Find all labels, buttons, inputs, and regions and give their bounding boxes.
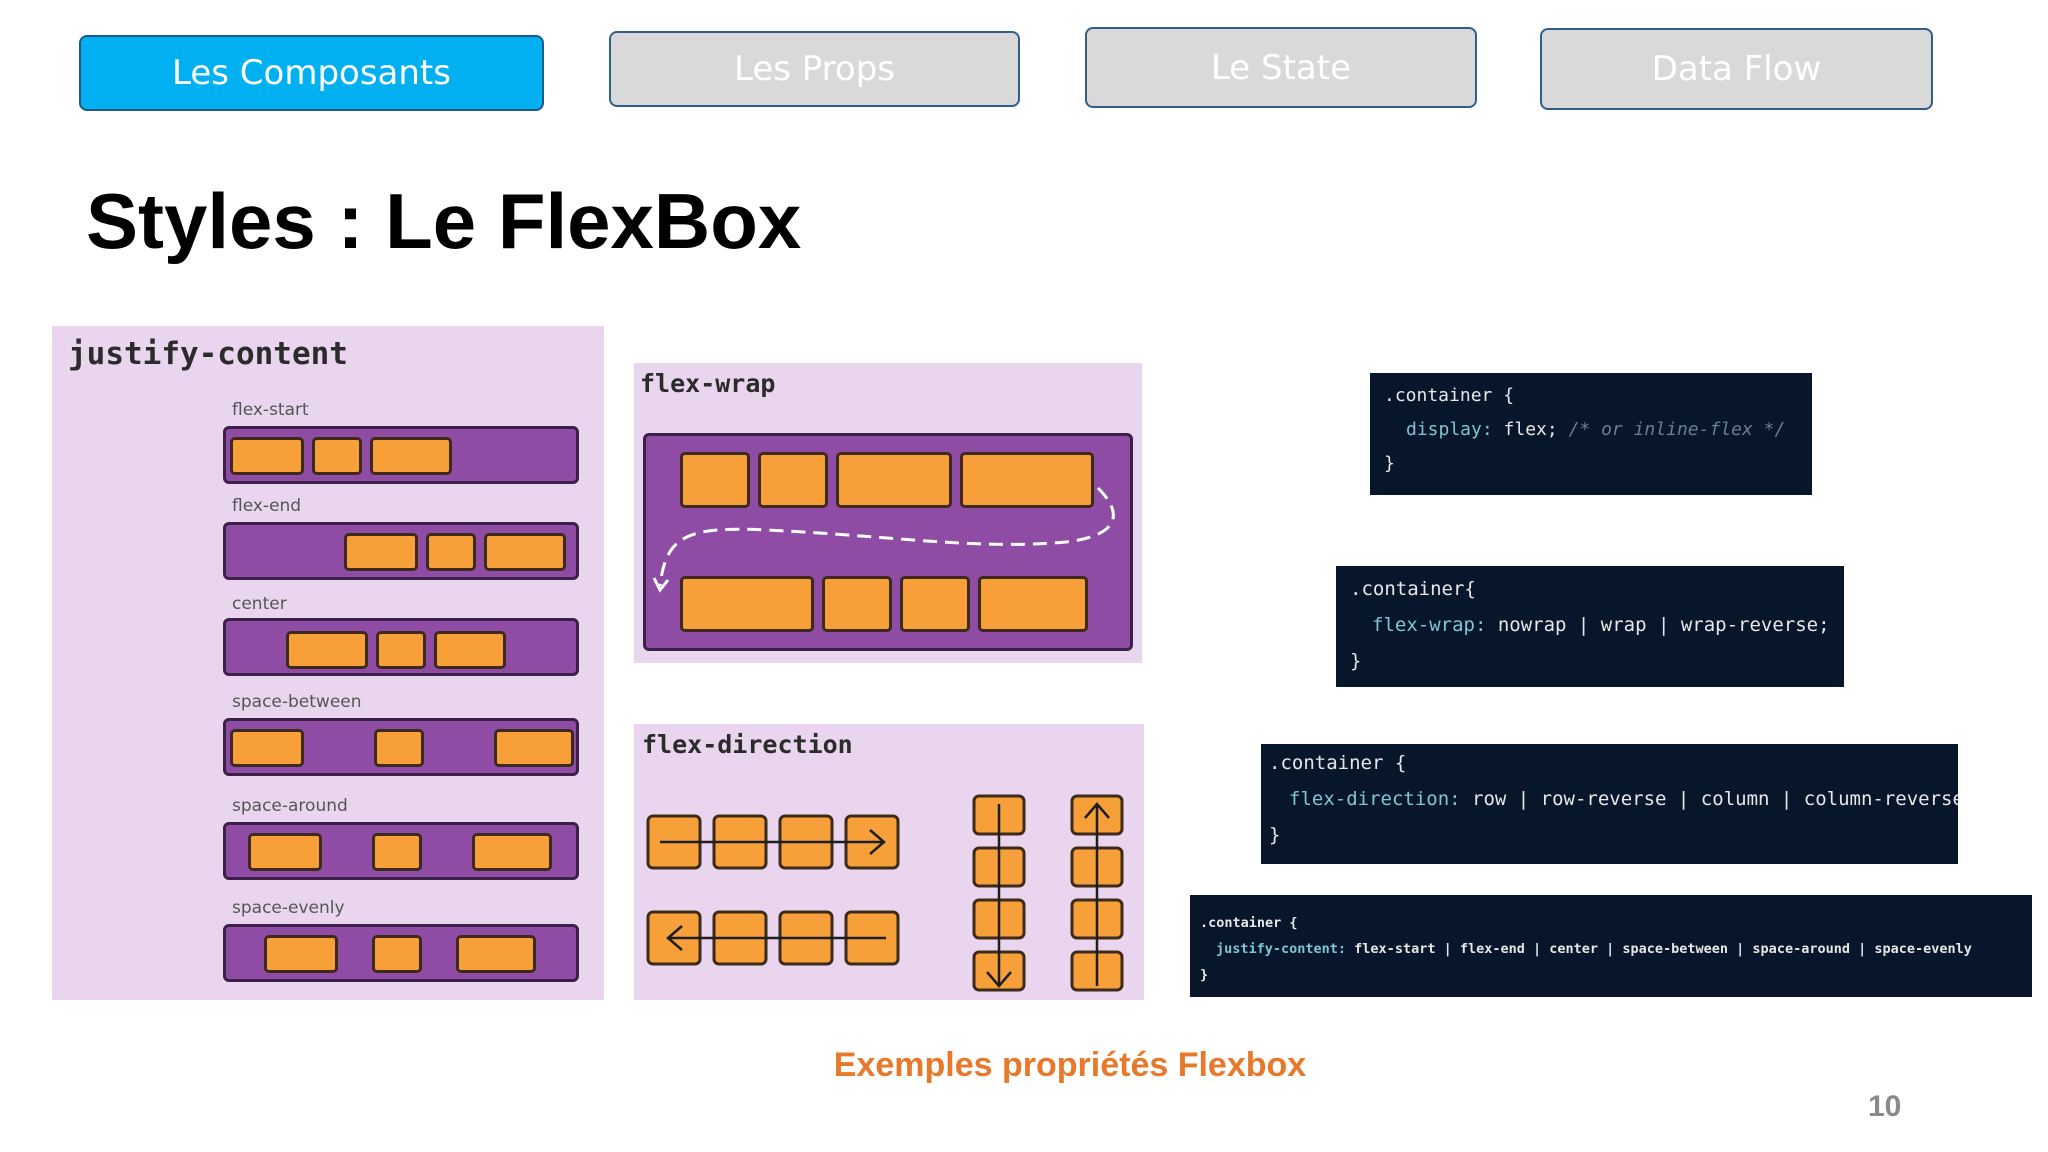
flex-item [472,833,552,871]
diagram-label: flex-end [232,496,302,516]
flex-item [286,631,368,669]
flex-item [372,833,422,871]
code-value: nowrap | wrap | wrap-reverse; [1486,614,1830,636]
code-property: flex-direction: [1289,788,1461,810]
code-value: flex; [1492,419,1558,440]
diagram-label: space-around [232,796,348,816]
code-block-flex-direction: .container { flex-direction: row | row-r… [1261,744,1958,864]
code-line: display: flex; /* or inline-flex */ [1406,419,1785,440]
diagram-label: space-evenly [232,898,345,918]
code-line: flex-direction: row | row-reverse | colu… [1289,788,1958,810]
flex-item [978,576,1088,632]
code-property: flex-wrap: [1372,614,1487,636]
flex-item [264,935,338,973]
diagram-label: center [232,594,287,614]
flex-item [426,533,476,571]
code-block-justify-content: .container { justify-content: flex-start… [1190,895,2032,997]
diagram-title: flex-direction [642,730,853,759]
diagram-label: space-between [232,692,362,712]
flex-item [680,576,814,632]
justify-content-diagram: justify-content flex-start flex-end cent… [52,326,604,1000]
code-line: justify-content: flex-start | flex-end |… [1216,941,1972,957]
tab-label: Le State [1210,47,1352,88]
tab-data-flow[interactable]: Data Flow [1540,28,1933,110]
code-value: flex-start | flex-end | center | space-b… [1346,941,1972,957]
flex-item [312,437,362,475]
flex-track [223,426,579,484]
flex-item [822,576,892,632]
flex-track [223,924,579,982]
page-number: 10 [1868,1090,1902,1123]
diagram-title: justify-content [68,336,348,372]
tab-label: Data Flow [1651,49,1822,89]
flex-item [960,452,1094,508]
flex-item [344,533,418,571]
flex-item [434,631,506,669]
flex-direction-illustration [646,794,1124,992]
flex-item [374,729,424,767]
flex-item [230,729,304,767]
flex-track [643,433,1133,651]
flex-item [376,631,426,669]
code-block-flex-wrap: .container{ flex-wrap: nowrap | wrap | w… [1336,566,1844,687]
flex-item [484,533,566,571]
tab-les-props[interactable]: Les Props [609,31,1020,107]
tab-label: Les Composants [172,53,451,93]
code-line: } [1350,650,1362,672]
figure-caption: Exemples propriétés Flexbox [833,1046,1307,1084]
flex-track [223,718,579,776]
flex-track [223,522,579,580]
code-property: justify-content: [1216,941,1347,957]
code-property: display: [1406,419,1493,440]
code-line: } [1384,453,1395,474]
code-line: .container { [1200,915,1298,931]
code-block-display: .container { display: flex; /* or inline… [1370,373,1812,495]
diagram-title: flex-wrap [640,369,776,398]
tab-les-composants[interactable]: Les Composants [79,35,544,111]
page-title: Styles : Le FlexBox [86,177,802,265]
tab-le-state[interactable]: Le State [1085,27,1477,108]
code-line: } [1269,824,1281,846]
code-line: .container { [1269,752,1407,774]
tab-label: Les Props [733,49,896,89]
code-line: .container{ [1350,578,1476,600]
code-line: } [1200,967,1209,983]
code-comment: /* or inline-flex */ [1557,419,1786,440]
flex-item [248,833,322,871]
flex-wrap-diagram: flex-wrap [634,363,1142,663]
flex-track [223,618,579,676]
flex-item [758,452,828,508]
flex-track [223,822,579,880]
code-line: .container { [1384,385,1515,406]
diagram-label: flex-start [232,400,309,420]
code-value: row | row-reverse | column | column-reve… [1460,788,1958,810]
flex-item [372,935,422,973]
code-line: flex-wrap: nowrap | wrap | wrap-reverse; [1372,614,1830,636]
flex-item [680,452,750,508]
flex-item [836,452,952,508]
flex-direction-diagram: flex-direction [634,724,1144,1000]
wrap-arrow-icon [652,486,1115,593]
flex-item [900,576,970,632]
flex-item [230,437,304,475]
flex-item [370,437,452,475]
flex-item [494,729,574,767]
flex-item [456,935,536,973]
